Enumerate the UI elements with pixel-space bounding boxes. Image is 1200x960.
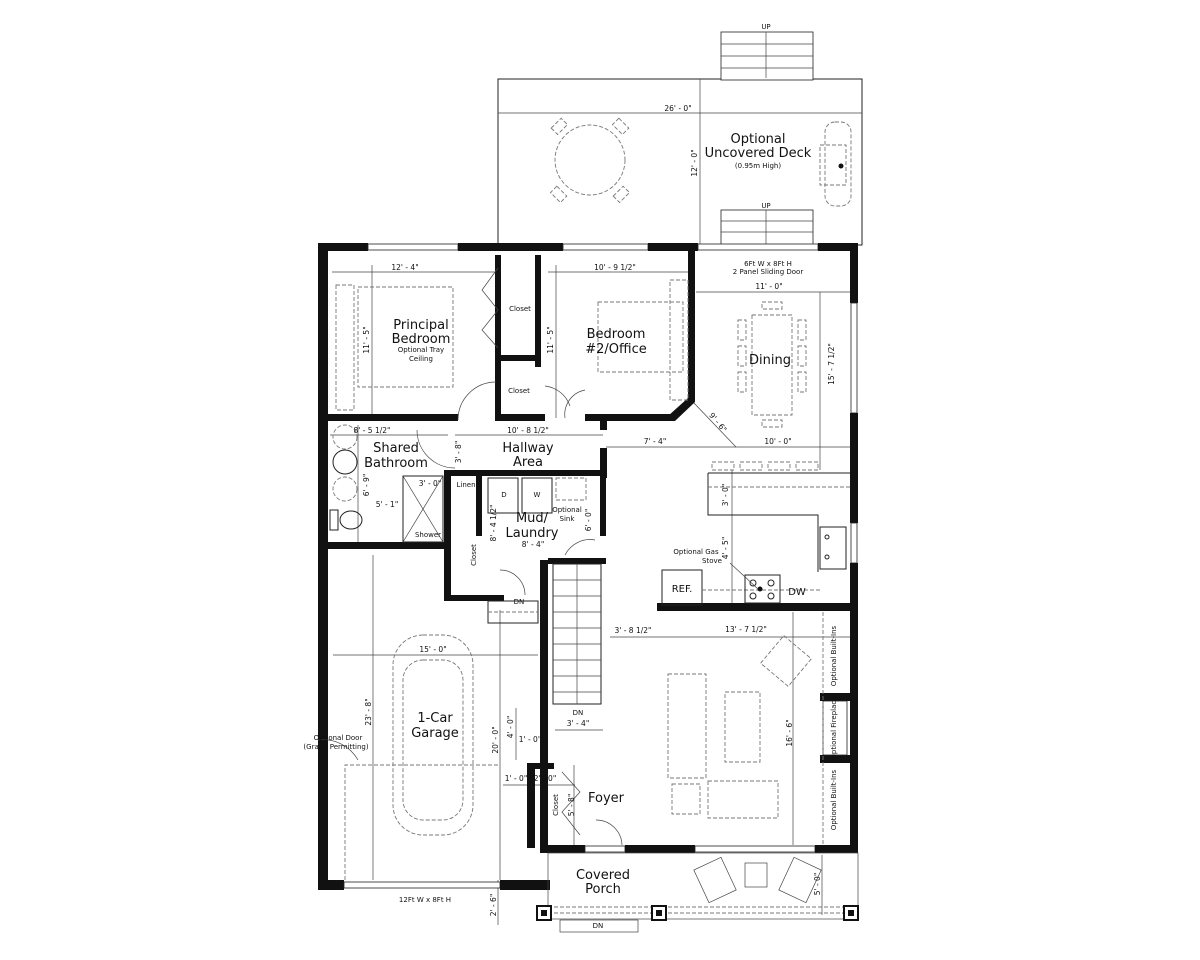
dimension-label: 26' - 0"	[664, 104, 691, 113]
dimension-label: 4' - 5"	[721, 537, 730, 560]
dimension-label: 11' - 5"	[546, 326, 555, 353]
dimension-label: 3' - 4"	[567, 719, 590, 728]
tray-ceiling-note: Ceiling	[409, 355, 433, 363]
optional-sink-label: Sink	[560, 515, 576, 523]
dryer-label: D	[501, 491, 506, 499]
tray-ceiling-note: Optional Tray	[398, 346, 444, 354]
dimension-label: 3' - 8 1/2"	[615, 626, 652, 635]
sliding-door-note: 6Ft W x 8Ft H	[744, 260, 792, 268]
dimension-label: 10' - 8 1/2"	[507, 426, 549, 435]
shower	[402, 475, 444, 543]
foyer-label: Foyer	[588, 791, 625, 806]
dimension-label: 12' - 4"	[391, 263, 418, 272]
dining-label: Dining	[749, 353, 791, 368]
dw-label: DW	[788, 587, 806, 598]
linen-label: Linen	[456, 481, 475, 489]
gas-stove-label: Optional Gas	[673, 548, 719, 556]
dimension-label: 8' - 5 1/2"	[354, 426, 391, 435]
dn-label: DN	[573, 709, 584, 717]
dimension-label: 7' - 4"	[644, 437, 667, 446]
dimension-label: 9' - 6"	[707, 411, 728, 434]
dimension-label: 6' - 0"	[584, 509, 593, 532]
walls	[318, 243, 858, 890]
dimension-label: 6' - 9"	[362, 474, 371, 497]
optional-door-label: (Grade Permitting)	[303, 743, 368, 751]
deck: Optional Uncovered Deck (0.95m High) UP …	[497, 23, 863, 246]
dimension-label: 5' - 0"	[813, 873, 822, 896]
dimension-label: 8' - 4"	[522, 540, 545, 549]
optional-sink-label: Optional	[552, 506, 582, 514]
closet-label: Closet	[508, 387, 530, 395]
principal-bedroom-label: Bedroom	[392, 332, 451, 347]
dimension-label: 1' - 0"	[505, 774, 528, 783]
dimension-label: 10' - 0"	[764, 437, 791, 446]
gas-stove	[744, 574, 781, 604]
refrigerator	[661, 569, 703, 606]
washer-label: W	[534, 491, 541, 499]
furniture	[317, 267, 859, 933]
dimension-label: 5' - 1"	[376, 500, 399, 509]
garage-label: Garage	[411, 726, 459, 741]
dimension-label: 15' - 7 1/2"	[827, 343, 836, 385]
dimension-label: 4' - 0"	[506, 716, 515, 739]
dimension-label: 20' - 0"	[491, 726, 500, 753]
washer	[521, 477, 553, 514]
dryer	[487, 477, 519, 514]
sliding-door-note: 2 Panel Sliding Door	[733, 268, 804, 276]
dimension-labels: 26' - 0" 12' - 0" 12' - 4" 11' - 5" 10' …	[354, 104, 836, 916]
deck-label-1: Optional	[731, 132, 786, 147]
car	[392, 634, 474, 836]
dimension-label: 1' - 0"	[519, 735, 542, 744]
mud-laundry-label: Laundry	[506, 526, 559, 541]
dimension-label: 3' - 0"	[721, 484, 730, 507]
closet-label: Closet	[509, 305, 531, 313]
dimension-label: 12' - 0"	[690, 149, 699, 176]
dn-label: DN	[514, 598, 525, 606]
shared-bathroom-label: Shared	[373, 441, 419, 456]
dimension-label: 23' - 8"	[364, 698, 373, 725]
gas-stove-label: Stove	[702, 557, 722, 565]
dimension-label: 2' - 0"	[534, 774, 557, 783]
dimension-label: 2' - 6"	[489, 894, 498, 917]
bedroom2-label: Bedroom	[587, 327, 646, 342]
deck-note: (0.95m High)	[735, 162, 781, 170]
principal-bedroom-label: Principal	[393, 318, 448, 333]
dimension-label: 13' - 7 1/2"	[725, 625, 767, 634]
hallway-label: Area	[513, 455, 543, 470]
built-ins-label: Optional Built-Ins	[830, 625, 838, 686]
dimension-label: 11' - 5"	[362, 326, 371, 353]
shared-bathroom-label: Bathroom	[364, 456, 428, 471]
porch-label: Covered	[576, 868, 630, 883]
built-ins-label: Optional Built-Ins	[830, 769, 838, 830]
deck-table	[554, 124, 626, 196]
dimension-label: 16' - 6"	[785, 719, 794, 746]
dimension-label: 3' - 0"	[419, 479, 442, 488]
porch-label: Porch	[585, 882, 621, 897]
dimension-label: 15' - 0"	[419, 645, 446, 654]
deck-stair-up-label: UP	[761, 202, 770, 210]
optional-door-label: Optional Door	[314, 734, 363, 742]
laundry-closet-label: Closet	[470, 544, 478, 566]
garage-door-label: 12Ft W x 8Ft H	[399, 896, 451, 904]
mud-laundry-label: Mud/	[516, 511, 549, 526]
dimension-label: 11' - 0"	[755, 282, 782, 291]
ref-label: REF.	[672, 584, 693, 595]
deck-label-2: Uncovered Deck	[705, 146, 812, 161]
shower-label: Shower	[415, 531, 441, 539]
dimension-label: 10' - 9 1/2"	[594, 263, 636, 272]
porch-posts	[536, 905, 859, 921]
garage-label: 1-Car	[417, 711, 453, 726]
dimension-label: 3' - 8"	[454, 441, 463, 464]
fireplace-label: Optional Fireplace	[830, 696, 838, 759]
dimension-label: 5' - 8"	[567, 794, 576, 817]
deck-chairs	[549, 117, 852, 207]
dn-label: DN	[593, 922, 604, 930]
bedroom2-label: #2/Office	[585, 342, 647, 357]
room-labels: Principal Bedroom Optional Tray Ceiling …	[303, 260, 838, 930]
foyer-closet-label: Closet	[552, 794, 560, 816]
deck-stair-up-label: UP	[761, 23, 770, 31]
hallway-label: Hallway	[502, 441, 554, 456]
dimension-label: 8' - 4 1/2"	[489, 505, 498, 542]
